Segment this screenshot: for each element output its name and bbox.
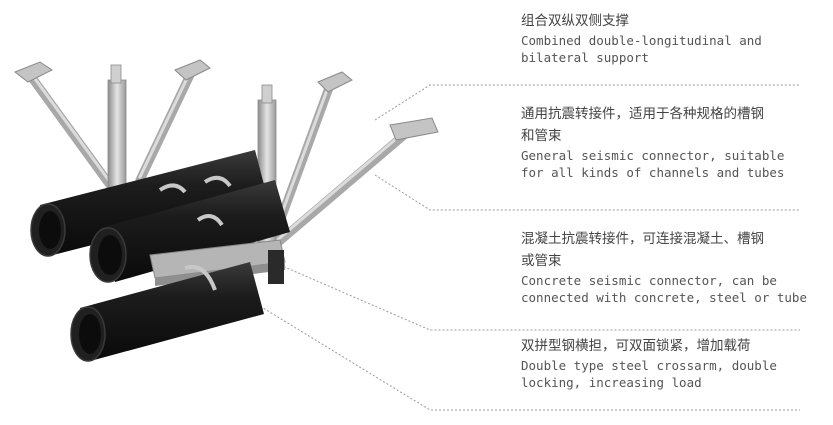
annotation-longitudinal-support: 组合双纵双侧支撑 Combined double-longitudinal an… bbox=[521, 10, 821, 66]
leader-line-1 bbox=[374, 84, 800, 121]
annotation-en-line-1: Concrete seismic connector, can be bbox=[521, 273, 777, 288]
brace-right bbox=[270, 125, 415, 250]
pipe-middle bbox=[89, 180, 290, 283]
bracket-1 bbox=[13, 61, 53, 83]
pipe-bottom bbox=[70, 262, 264, 362]
bracket-3 bbox=[317, 71, 353, 93]
annotation-en-line-1: General seismic connector, suitable bbox=[521, 148, 785, 163]
annotation-zh-line-2: 或管束 bbox=[521, 253, 562, 269]
pipe-back bbox=[30, 150, 268, 257]
leader-line-2 bbox=[374, 174, 800, 211]
pipe-clamps bbox=[158, 175, 232, 227]
annotation-en-line-2: connected with concrete, steel or tube bbox=[521, 290, 807, 305]
annotation-en-line-2: for all kinds of channels and tubes bbox=[521, 165, 785, 180]
top-brackets bbox=[13, 59, 439, 141]
annotation-zh: 组合双纵双侧支撑 bbox=[521, 13, 629, 29]
bracket-2 bbox=[174, 59, 211, 81]
annotation-concrete-connector: 混凝土抗震转接件，可连接混凝土、槽钢 或管束 Concrete seismic … bbox=[521, 228, 821, 306]
annotation-general-connector: 通用抗震转接件，适用于各种规格的槽钢 和管束 General seismic c… bbox=[521, 103, 821, 181]
annotation-zh-line-1: 通用抗震转接件，适用于各种规格的槽钢 bbox=[521, 106, 764, 122]
annotation-crossarm: 双拼型钢横担，可双面锁紧，增加载荷 Double type steel cros… bbox=[521, 335, 821, 391]
rod-1 bbox=[107, 79, 127, 191]
annotation-en-line-1: Combined double-longitudinal and bbox=[521, 33, 762, 48]
annotation-en-line-2: locking, increasing load bbox=[521, 375, 702, 390]
annotation-en-line-2: bilateral support bbox=[521, 50, 649, 65]
leader-lines bbox=[249, 84, 800, 411]
annotation-zh: 双拼型钢横担，可双面锁紧，增加载荷 bbox=[521, 338, 751, 354]
leader-line-4 bbox=[249, 299, 800, 411]
bracket-4 bbox=[389, 117, 439, 141]
brace-left-1 bbox=[25, 70, 115, 190]
annotation-en-line-1: Double type steel crossarm, double bbox=[521, 358, 777, 373]
annotation-zh-line-1: 混凝土抗震转接件，可连接混凝土、槽钢 bbox=[521, 231, 764, 247]
annotation-zh-line-2: 和管束 bbox=[521, 128, 562, 144]
